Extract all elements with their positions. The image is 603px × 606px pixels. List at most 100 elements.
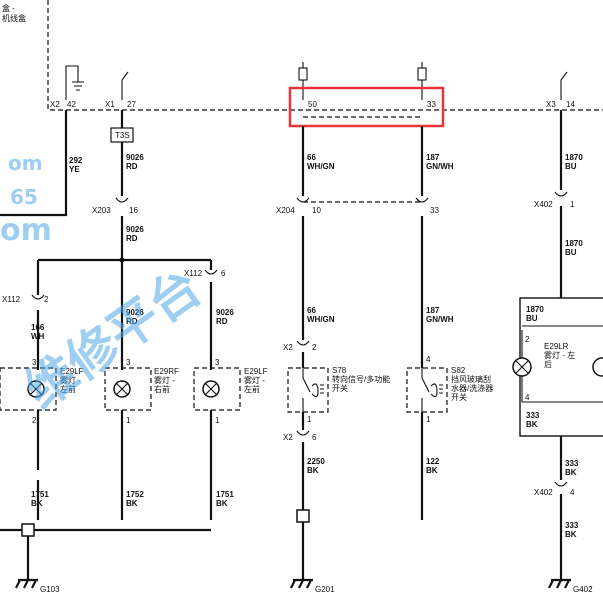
connector-x2-label: X2 <box>50 100 60 109</box>
s82-line2: 水器/洗涤器 <box>451 383 493 393</box>
e29lr-top-pin: 2 <box>525 335 530 344</box>
e29lf-left-bot-pin: 2 <box>32 416 37 425</box>
pin-50-label: 50 <box>308 100 317 109</box>
connector-x204-label: X204 <box>276 206 295 215</box>
pin-33-label: 33 <box>427 100 436 109</box>
e29rf-line2: 右前 <box>154 384 170 394</box>
s78-id: S78 <box>332 366 347 375</box>
connector-x402-label: X402 <box>534 200 553 209</box>
internal-switch-x3 <box>560 71 568 100</box>
switch-icon <box>302 368 311 412</box>
e29lr-id: E29LR <box>544 342 569 351</box>
lamp-icon <box>592 357 603 377</box>
wire-1870b-num: 1870 <box>565 239 583 248</box>
ground-icon <box>15 578 38 589</box>
s78-box <box>287 367 329 413</box>
wire-9026c-color: RD <box>126 317 138 326</box>
pin-33-mid-label: 33 <box>430 206 439 215</box>
s82-box <box>406 367 448 413</box>
e29lf-left-box <box>0 367 57 411</box>
wire-333a-num: 333 <box>526 411 540 420</box>
connector-x2-s78-label: X2 <box>283 343 293 352</box>
ground-icon <box>548 578 571 589</box>
connector-x402-b-symbol <box>554 481 568 487</box>
connector-x1-label: X1 <box>105 100 115 109</box>
connector-x112-left-label: X112 <box>2 295 21 304</box>
wire-66b-color: WH/GN <box>307 315 335 324</box>
s82-id: S82 <box>451 366 466 375</box>
wire-9026b-color: RD <box>126 234 138 243</box>
s82-top-pin: 4 <box>426 355 431 364</box>
e29lf-left-line2: 左前 <box>60 384 76 394</box>
pin-4-x402-label: 4 <box>570 488 575 497</box>
fuse-t3s <box>110 127 134 143</box>
ground-g103-label: G103 <box>40 585 60 594</box>
fog-lamp-icon <box>430 383 443 398</box>
wire-1870c-color: BU <box>526 314 538 323</box>
wire-66a-color: WH/GN <box>307 162 335 171</box>
wire-1870c-num: 1870 <box>526 305 544 314</box>
wire-1752-num: 1752 <box>126 490 144 499</box>
wire-292-num: 292 <box>69 156 83 165</box>
e29lf-mid-top-pin: 3 <box>215 358 220 367</box>
connector-x402-symbol <box>554 191 568 197</box>
wire-1870a-color: BU <box>565 162 577 171</box>
e29lf-left-top-pin: 3 <box>32 358 37 367</box>
pin-6-x112-label: 6 <box>221 269 226 278</box>
fuse-label: T3S <box>115 131 130 140</box>
connector-x2-s78-bot-symbol <box>296 430 310 436</box>
pin-10-label: 10 <box>312 206 321 215</box>
highlight-box <box>288 86 445 128</box>
e29lf-mid-line2: 左前 <box>244 384 260 394</box>
e29lf-left-id: E29LF <box>60 367 84 376</box>
pin-6-x2-label: 6 <box>312 433 317 442</box>
s78-line1: 转向信号/多功能 <box>332 374 390 384</box>
internal-switch-x1 <box>121 71 129 100</box>
wire-1751a-color: BK <box>31 499 43 508</box>
wire-187a-color: GN/WH <box>426 162 454 171</box>
s78-bot-pin: 1 <box>307 415 312 424</box>
wire-9026b-num: 9026 <box>126 225 144 234</box>
connector-x203-symbol <box>115 197 129 203</box>
s82-line3: 开关 <box>451 392 467 402</box>
wire-9026a-color: RD <box>126 162 138 171</box>
wire-1870a-num: 1870 <box>565 153 583 162</box>
connector-x203-label: X203 <box>92 206 111 215</box>
wire-187b-num: 187 <box>426 306 440 315</box>
pin-1-x402-label: 1 <box>570 200 575 209</box>
ground-splice-g201 <box>296 509 310 523</box>
pin-27-label: 27 <box>127 100 136 109</box>
e29rf-id: E29RF <box>154 367 179 376</box>
e29rf-box <box>104 367 152 411</box>
pin-2-x2-label: 2 <box>312 343 317 352</box>
wire-122-color: BK <box>426 466 438 475</box>
wire-2250-num: 2250 <box>307 457 325 466</box>
watermark-text-2: 65 <box>10 185 38 209</box>
e29lf-mid-id: E29LF <box>244 367 268 376</box>
ground-g201-label: G201 <box>315 585 335 594</box>
wire-66b-num: 66 <box>307 306 316 315</box>
e29lf-mid-line1: 雾灯 - <box>244 375 265 385</box>
wire-333c-color: BK <box>565 530 577 539</box>
connector-x2-s78-symbol <box>296 340 310 346</box>
pin-42-label: 42 <box>67 100 76 109</box>
internal-contact-33 <box>417 62 427 100</box>
wire-9026d-num: 9026 <box>216 308 234 317</box>
wire-166-color: WH <box>31 332 45 341</box>
wire-1751a-num: 1751 <box>31 490 49 499</box>
internal-contact-50 <box>298 62 308 100</box>
wire-333b-num: 333 <box>565 459 579 468</box>
e29lf-mid-box <box>193 367 241 411</box>
s82-bot-pin: 1 <box>426 415 431 424</box>
wire-333c-num: 333 <box>565 521 579 530</box>
wire-292 <box>0 110 68 217</box>
connector-x402-b-label: X402 <box>534 488 553 497</box>
internal-ground-switch <box>65 65 84 100</box>
connector-x112-mid-symbol <box>204 269 218 275</box>
wire-122-num: 122 <box>426 457 440 466</box>
wire-1751b-num: 1751 <box>216 490 234 499</box>
wire-1752-color: BK <box>126 499 138 508</box>
wire-9026a-num: 9026 <box>126 153 144 162</box>
